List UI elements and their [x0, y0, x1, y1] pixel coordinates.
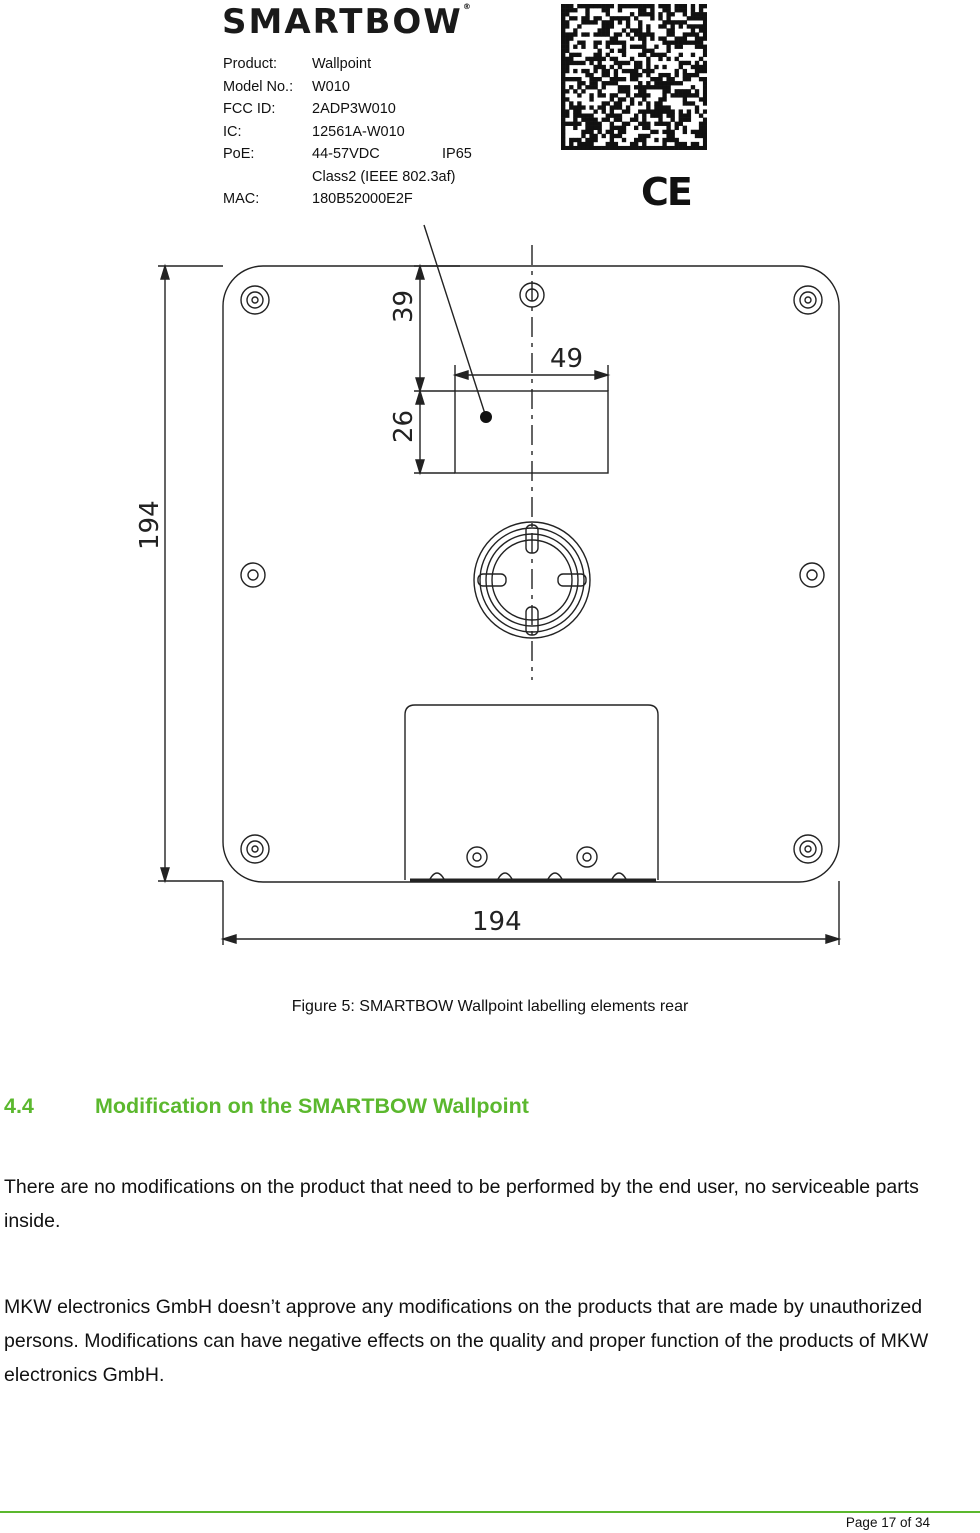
ce-mark-icon: CE: [641, 170, 693, 214]
label-row: MAC:180B52000E2F: [223, 191, 413, 207]
mounting-hole: [799, 562, 825, 588]
figure-caption: Figure 5: SMARTBOW Wallpoint labelling e…: [291, 998, 689, 1015]
center-connector: [473, 521, 591, 639]
leader-line: [423, 224, 487, 418]
mounting-hole: [240, 834, 270, 864]
cover-screw: [466, 846, 488, 868]
label-row: FCC ID:2ADP3W010: [223, 101, 396, 117]
dim-width-text: 194: [472, 907, 522, 937]
section-title: Modification on the SMARTBOW Wallpoint: [95, 1094, 529, 1118]
footer-divider: [0, 1511, 980, 1513]
mounting-hole: [793, 834, 823, 864]
cover-screw: [576, 846, 598, 868]
dim-label-width-text: 49: [550, 344, 583, 374]
housing-outline: [222, 265, 840, 883]
dim-height-text: 194: [135, 500, 165, 550]
rear-technical-drawing: 194 194 39 26 49: [135, 224, 842, 945]
paragraph: MKW electronics GmbH doesn’t approve any…: [4, 1296, 929, 1386]
dim-offset-text: 39: [389, 290, 419, 323]
section-heading: 4.4 Modification on the SMARTBOW Wallpoin…: [4, 1094, 529, 1119]
bottom-cover: [404, 704, 659, 880]
section-number: 4.4: [4, 1094, 34, 1118]
label-row: Class2 (IEEE 802.3af): [312, 168, 456, 185]
mounting-hole: [793, 285, 823, 315]
product-label: Product:Wallpoint Model No.:W010 FCC ID:…: [223, 53, 472, 211]
label-row: Product:Wallpoint: [223, 56, 372, 72]
smartbow-logo: SMARTBOW®: [222, 2, 473, 42]
mounting-hole: [519, 282, 545, 308]
label-row: Model No.:W010: [223, 78, 350, 95]
paragraph: There are no modifications on the produc…: [4, 1176, 919, 1232]
mounting-hole: [240, 285, 270, 315]
label-row: IC:12561A-W010: [223, 123, 405, 140]
dim-label-height-text: 26: [389, 410, 419, 443]
mounting-hole: [240, 562, 266, 588]
cover-vents: [429, 872, 627, 880]
page-number: Page 17 of 34: [845, 1515, 930, 1530]
label-pointer-dot: [480, 411, 492, 423]
label-area: [454, 390, 609, 474]
qr-code-icon: [561, 4, 707, 150]
